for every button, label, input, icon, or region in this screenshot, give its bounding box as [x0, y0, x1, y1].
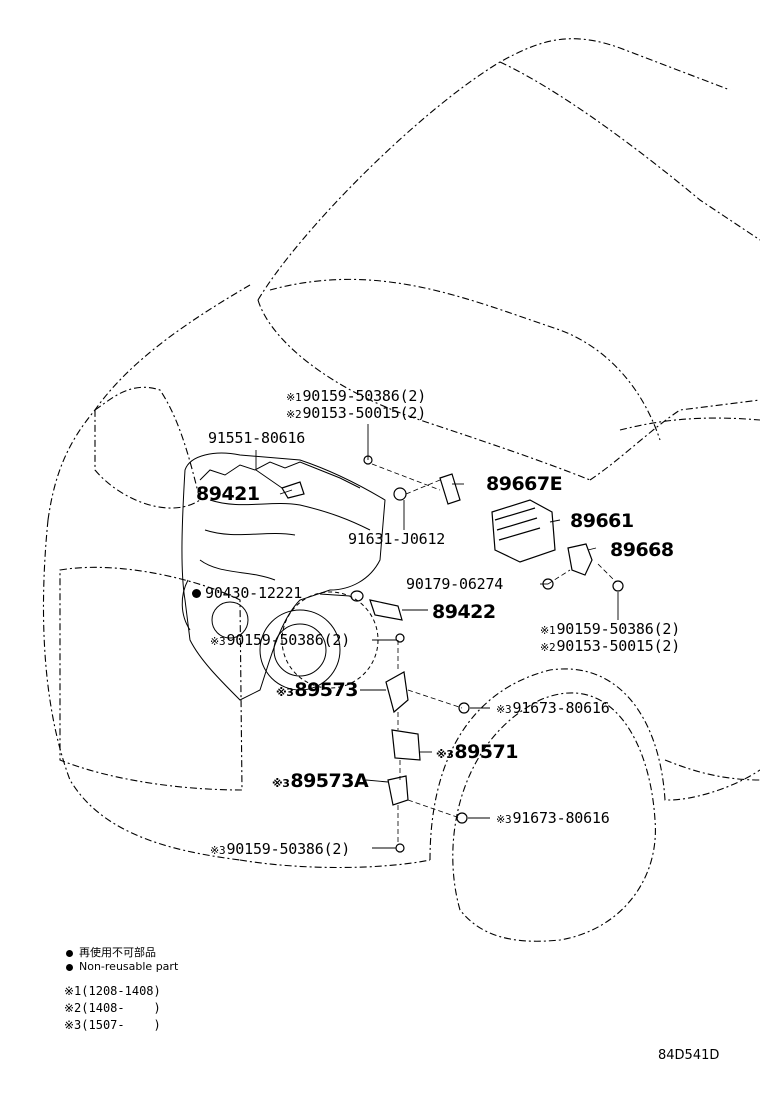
part-label: 89668	[610, 540, 674, 560]
part-label: ※389573	[276, 680, 358, 703]
part-label: ※391673-80616	[496, 700, 610, 718]
part-label: ※190159-50386(2)	[286, 388, 426, 406]
part-number: 89573A	[290, 770, 369, 792]
part-label: ※391673-80616	[496, 810, 610, 828]
part-label: ※389571	[436, 742, 518, 765]
note-line: ※3(1507- )	[64, 1018, 161, 1032]
figure-code: 84D541D	[658, 1048, 720, 1063]
note-mark: ※1	[64, 984, 82, 998]
part-label: 89661	[570, 511, 634, 531]
part-label: 89422	[432, 602, 496, 622]
part-number: 91551-80616	[208, 429, 306, 447]
windshield-outline	[257, 38, 731, 301]
part-label: ※390159-50386(2)	[210, 841, 350, 859]
a-pillar	[589, 399, 760, 481]
part-number: 90179-06274	[406, 575, 504, 593]
grille	[59, 566, 243, 791]
part-number: 89667E	[486, 473, 563, 495]
part-number: 89573	[294, 679, 358, 701]
non-reusable-dot-icon	[192, 589, 201, 598]
roof-line	[499, 61, 760, 241]
part-number: 90153-50015(2)	[302, 404, 427, 422]
part-number: 91673-80616	[512, 699, 610, 717]
note-line: ※2(1408- )	[64, 1001, 161, 1015]
part-number: 89661	[570, 510, 634, 532]
wheel-arch	[429, 668, 760, 861]
part-number: 90159-50386(2)	[302, 387, 427, 405]
part-number: 89571	[454, 741, 518, 763]
part-number: 90159-50386(2)	[226, 631, 351, 649]
windshield-inner	[269, 278, 661, 441]
non-reusable-dot-icon	[66, 949, 73, 957]
part-label: ※190159-50386(2)	[540, 621, 680, 639]
note-mark: ※3	[210, 844, 226, 857]
part-number: 89668	[610, 539, 674, 561]
legend-text: Non-reusable part	[79, 960, 179, 973]
hood-edge	[47, 284, 251, 521]
note-mark: ※2	[286, 408, 302, 421]
part-label: ※389573A	[272, 770, 369, 794]
part-number: 89421	[196, 483, 260, 505]
note-mark: ※3	[64, 1018, 82, 1032]
note-mark: ※1	[540, 624, 556, 637]
part-number: 90430-12221	[205, 584, 303, 602]
part-label: 90430-12221	[192, 585, 302, 601]
hood-upper	[257, 299, 591, 481]
note-range: (1408- )	[81, 1001, 161, 1015]
note-range: (1208-1408)	[81, 984, 161, 998]
part-label: 89421	[196, 484, 260, 504]
non-reusable-dot-icon	[66, 963, 73, 971]
legend-line-ja: 再使用不可部品	[66, 944, 156, 960]
part-number: 90153-50015(2)	[556, 637, 681, 655]
note-mark: ※3	[276, 686, 294, 699]
part-label: 90179-06274	[406, 576, 503, 592]
note-mark: ※3	[436, 748, 454, 761]
note-line: ※1(1208-1408)	[64, 984, 161, 998]
part-label: ※390159-50386(2)	[210, 632, 350, 650]
note-range: (1507- )	[81, 1018, 161, 1032]
legend-text: 再使用不可部品	[79, 946, 156, 959]
note-mark: ※3	[210, 635, 226, 648]
note-mark: ※1	[286, 391, 302, 404]
part-label: ※290153-50015(2)	[540, 638, 680, 656]
part-label: 91631-J0612	[348, 531, 445, 547]
part-number: 90159-50386(2)	[556, 620, 681, 638]
legend-line-en: Non-reusable part	[66, 960, 178, 973]
part-number: 91673-80616	[512, 809, 610, 827]
part-number: 91631-J0612	[348, 530, 446, 548]
fender-top	[619, 417, 760, 431]
wheel-outer	[452, 692, 656, 942]
lower-body	[239, 859, 431, 869]
part-number: 89422	[432, 601, 496, 623]
note-mark: ※3	[496, 703, 512, 716]
leader-lines	[255, 424, 619, 849]
note-mark: ※3	[272, 777, 290, 790]
engine-block	[181, 452, 386, 701]
part-label: 89667E	[486, 473, 563, 495]
part-label: 91551-80616	[208, 430, 305, 446]
dashed-guides	[371, 463, 617, 845]
part-label: ※290153-50015(2)	[286, 405, 426, 423]
note-mark: ※3	[496, 813, 512, 826]
part-number: 90159-50386(2)	[226, 840, 351, 858]
note-mark: ※2	[64, 1001, 82, 1015]
door-line	[664, 759, 760, 781]
headlamp	[94, 386, 201, 509]
note-mark: ※2	[540, 641, 556, 654]
